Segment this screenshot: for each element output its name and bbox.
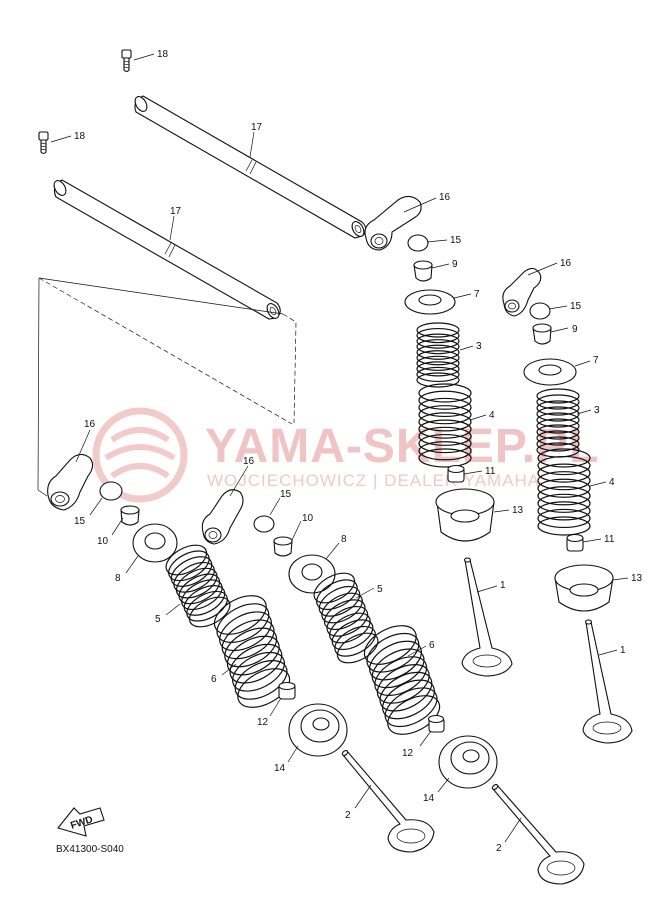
- callout-6-a: 6: [211, 674, 217, 685]
- callout-2-b: 2: [496, 843, 502, 854]
- callout-17-upper: 17: [251, 122, 263, 133]
- bolt-upper: [121, 49, 132, 73]
- spring-4-b: [537, 448, 591, 536]
- seat-14-b: [438, 735, 498, 789]
- pad-15-b: [529, 302, 551, 320]
- spring-5-b: [313, 572, 379, 664]
- callout-12-a: 12: [257, 717, 269, 728]
- seal-11-a: [447, 464, 465, 483]
- callout-5-b: 5: [377, 584, 383, 595]
- callout-14-a: 14: [274, 763, 286, 774]
- rocker-arm-left: [47, 453, 94, 511]
- callout-7-b: 7: [593, 355, 599, 366]
- spring-4-a: [418, 383, 472, 468]
- callout-17-lower: 17: [170, 206, 182, 217]
- spring-3-b: [536, 388, 580, 458]
- retainer-8-b: [288, 554, 336, 594]
- callout-13-b: 13: [631, 573, 643, 584]
- watermark-brand: YAMA-SKLEP.PL: [205, 420, 599, 473]
- retainer-8-a: [132, 523, 178, 563]
- rocker-arm-right: [502, 267, 542, 317]
- pad-15-a: [407, 234, 429, 252]
- cap-10-a: [120, 505, 140, 526]
- callout-16-center: 16: [243, 456, 255, 467]
- valve-1-a: [461, 557, 513, 677]
- seat-14-a: [288, 703, 348, 757]
- callout-1-b: 1: [620, 645, 626, 656]
- fwd-arrow-icon: FWD: [57, 807, 105, 837]
- callout-15-d: 15: [280, 489, 292, 500]
- callout-3-a: 3: [476, 341, 482, 352]
- callout-18-upper: 18: [157, 49, 169, 60]
- seal-12-b: [427, 714, 445, 733]
- rocker-arm-center: [201, 489, 244, 545]
- callout-12-b: 12: [402, 748, 414, 759]
- callout-15-b: 15: [570, 301, 582, 312]
- callout-16-left: 16: [84, 419, 96, 430]
- seat-13-b: [554, 564, 614, 612]
- callout-2-a: 2: [345, 810, 351, 821]
- cap-9-b: [532, 323, 552, 345]
- callout-16-right: 16: [560, 258, 572, 269]
- callout-14-b: 14: [423, 793, 435, 804]
- watermark: YAMA-SKLEP.PL WOJCIECHOWICZ | DEALER YAM…: [92, 407, 599, 503]
- callout-1-a: 1: [500, 580, 506, 591]
- callout-9-b: 9: [572, 324, 578, 335]
- callout-7-a: 7: [474, 289, 480, 300]
- callout-8-b: 8: [341, 534, 347, 545]
- seat-13-a: [435, 488, 495, 542]
- retainer-7-b: [523, 358, 577, 386]
- callout-6-b: 6: [429, 640, 435, 651]
- spring-6-b: [363, 625, 441, 735]
- callout-10-b: 10: [302, 513, 314, 524]
- callout-4-b: 4: [609, 477, 615, 488]
- callout-15-c: 15: [74, 516, 86, 527]
- pad-15-c: [99, 481, 123, 501]
- spring-5-a: [165, 544, 231, 628]
- callout-9-a: 9: [452, 259, 458, 270]
- rocker-shaft-upper: [134, 95, 367, 239]
- spring-6-a: [213, 595, 291, 708]
- callout-4-a: 4: [489, 410, 495, 421]
- callout-11-b: 11: [604, 534, 615, 545]
- seal-11-b: [566, 533, 584, 552]
- callout-15-a: 15: [450, 235, 462, 246]
- cap-9-a: [413, 260, 433, 282]
- callout-5-a: 5: [155, 614, 161, 625]
- valve-2-b: [491, 783, 585, 885]
- callout-16-upper-right: 16: [439, 192, 451, 203]
- callout-8-a: 8: [115, 573, 121, 584]
- callouts: 18 18 17 17 16 16 16 16 15 15 15 15 9 9 …: [50, 49, 643, 854]
- retainer-7-a: [404, 289, 456, 315]
- pad-15-d: [253, 515, 275, 533]
- callout-18-lower: 18: [74, 131, 86, 142]
- cap-10-b: [273, 536, 293, 557]
- diagram-code: BX41300-S040: [56, 844, 124, 855]
- rocker-shaft-lower: [53, 179, 281, 320]
- valve-1-b: [582, 619, 633, 744]
- callout-13-a: 13: [512, 505, 524, 516]
- callout-3-b: 3: [594, 405, 600, 416]
- seal-12-a: [278, 681, 296, 700]
- valve-2-a: [341, 749, 435, 853]
- assembly-reference-lines: [37, 277, 297, 497]
- callout-10-a: 10: [97, 536, 109, 547]
- bolt-lower: [38, 131, 49, 155]
- callout-11-a: 11: [485, 466, 496, 477]
- watermark-logo-icon: [92, 407, 188, 503]
- rocker-arm-upper-right: [364, 195, 422, 251]
- spring-3-a: [416, 322, 460, 388]
